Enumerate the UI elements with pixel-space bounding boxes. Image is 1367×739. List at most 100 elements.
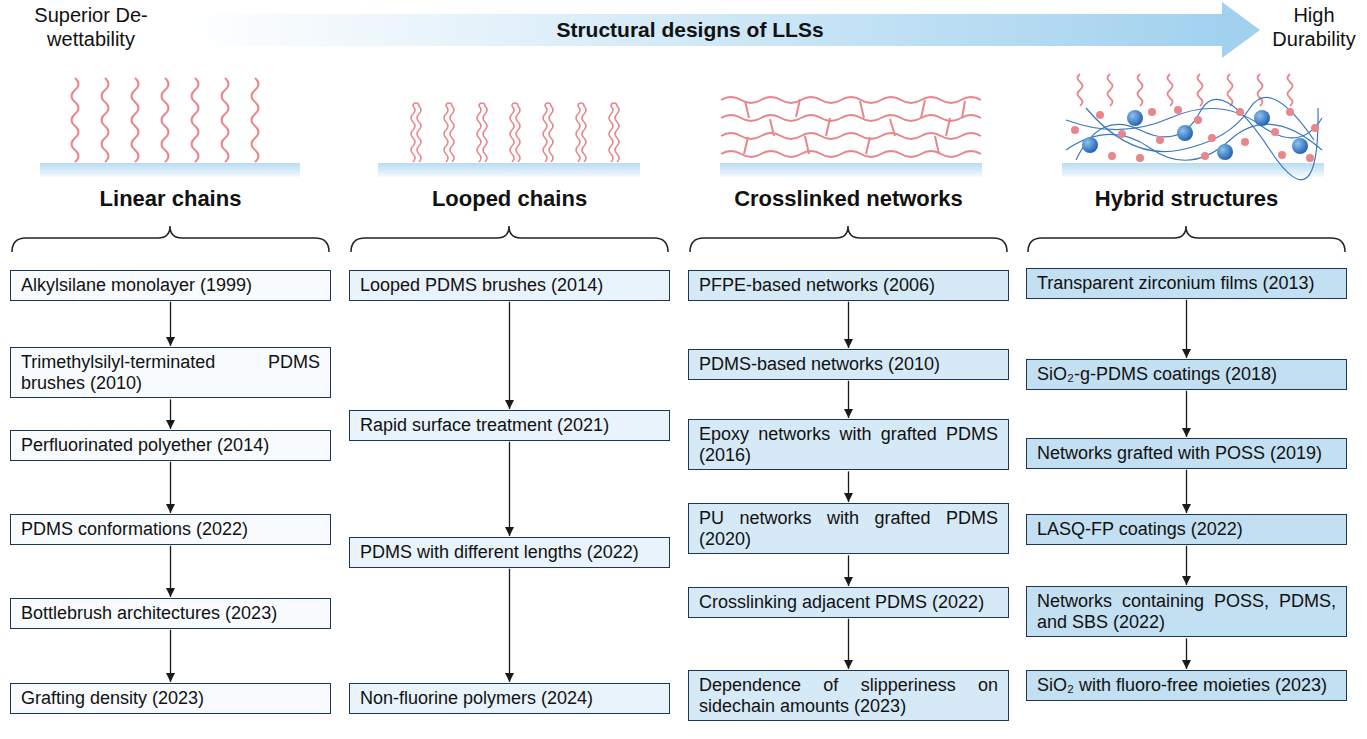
hybrid-network bbox=[1217, 144, 1233, 160]
looped-chain bbox=[411, 103, 619, 162]
milestone-text: Bottlebrush architectures (2023) bbox=[21, 603, 320, 624]
milestone-text: SiO₂ with fluoro-free moieties (2023) bbox=[1037, 675, 1336, 696]
substrate bbox=[378, 163, 640, 177]
flow-arrow bbox=[170, 302, 171, 346]
flow-arrow bbox=[1186, 391, 1187, 437]
flow-arrow bbox=[1186, 546, 1187, 585]
milestone-text: Looped PDMS brushes (2014) bbox=[360, 275, 659, 296]
milestone-box: LASQ-FP coatings (2022) bbox=[1026, 514, 1347, 545]
hybrid-network bbox=[1108, 152, 1116, 160]
flow-arrow bbox=[509, 569, 510, 682]
milestone-text: PDMS with different lengths (2022) bbox=[360, 542, 659, 563]
hybrid-network bbox=[1066, 109, 1322, 138]
hybrid-network bbox=[1082, 137, 1098, 153]
flow-arrow bbox=[170, 399, 171, 429]
flow-arrow bbox=[848, 471, 849, 502]
looped-chain bbox=[576, 103, 586, 162]
scale-end-label: Superior De-wettability bbox=[2, 3, 180, 51]
milestone-text: Epoxy networks with grafted PDMS (2016) bbox=[699, 424, 998, 465]
milestone-box: PDMS-based networks (2010) bbox=[688, 349, 1009, 380]
hybrid-network bbox=[1076, 99, 1318, 179]
looped-chain bbox=[444, 103, 454, 162]
milestone-box: Transparent zirconium films (2013) bbox=[1026, 268, 1347, 299]
crosslinked-network bbox=[721, 115, 981, 121]
column-heading: Looped chains bbox=[349, 186, 670, 212]
hybrid-network bbox=[1278, 151, 1286, 159]
linear-chain bbox=[162, 78, 169, 162]
bracket bbox=[12, 226, 329, 252]
bracket bbox=[1028, 226, 1345, 252]
milestone-box: Dependence of slipperiness on sidechain … bbox=[688, 670, 1009, 721]
looped-chain bbox=[510, 103, 520, 162]
milestone-text: Grafting density (2023) bbox=[21, 688, 320, 709]
milestone-box: Perfluorinated polyether (2014) bbox=[10, 430, 331, 461]
linear-chain bbox=[72, 78, 259, 162]
hybrid-network bbox=[1108, 74, 1113, 106]
hybrid-network bbox=[1071, 106, 1319, 162]
flow-arrow bbox=[848, 302, 849, 348]
flow-arrow bbox=[170, 462, 171, 513]
looped-chain bbox=[543, 103, 553, 162]
hybrid-network bbox=[1078, 74, 1293, 106]
milestone-box: Grafting density (2023) bbox=[10, 683, 331, 714]
milestone-box: PU networks with grafted PDMS (2020) bbox=[688, 503, 1009, 554]
bracket bbox=[351, 226, 668, 252]
substrate bbox=[40, 163, 1324, 177]
hybrid-network bbox=[1198, 74, 1203, 106]
hybrid-network bbox=[1082, 110, 1308, 160]
milestone-box: SiO₂ with fluoro-free moieties (2023) bbox=[1026, 670, 1347, 701]
linear-chain bbox=[102, 78, 109, 162]
flow-arrow bbox=[848, 555, 849, 586]
hybrid-network bbox=[1201, 152, 1209, 160]
hybrid-network bbox=[1228, 74, 1233, 106]
milestone-text: PDMS-based networks (2010) bbox=[699, 354, 998, 375]
crosslinked-network bbox=[744, 136, 939, 154]
hybrid-network bbox=[1241, 138, 1249, 146]
hybrid-network bbox=[1286, 108, 1294, 116]
bracket bbox=[12, 226, 1345, 252]
milestone-text: Crosslinking adjacent PDMS (2022) bbox=[699, 592, 998, 613]
milestone-box: PDMS conformations (2022) bbox=[10, 514, 331, 545]
hybrid-network bbox=[1066, 124, 1322, 160]
diagram-title: Structural designs of LLSs bbox=[400, 17, 980, 43]
linear-chain bbox=[252, 78, 259, 162]
bracket bbox=[690, 226, 1007, 252]
crosslinked-network bbox=[721, 151, 981, 157]
milestone-text: SiO₂-g-PDMS coatings (2018) bbox=[1037, 364, 1336, 385]
hybrid-network bbox=[1311, 124, 1319, 132]
milestone-text: Trimethylsilyl-terminated PDMS brushes (… bbox=[21, 352, 320, 393]
milestone-text: Alkylsilane monolayer (1999) bbox=[21, 275, 320, 296]
column-heading: Crosslinked networks bbox=[688, 186, 1009, 212]
column-heading: Linear chains bbox=[10, 186, 331, 212]
looped-chain bbox=[411, 103, 421, 162]
milestone-text: PFPE-based networks (2006) bbox=[699, 275, 998, 296]
flow-arrow bbox=[170, 546, 171, 597]
progress-arrow bbox=[185, 2, 1260, 58]
hybrid-network bbox=[1177, 125, 1193, 141]
scale-end-label: High Durability bbox=[1266, 3, 1362, 51]
milestone-box: Rapid surface treatment (2021) bbox=[349, 410, 670, 441]
hybrid-network bbox=[1174, 106, 1182, 114]
milestone-text: LASQ-FP coatings (2022) bbox=[1037, 519, 1336, 540]
milestone-box: Bottlebrush architectures (2023) bbox=[10, 598, 331, 629]
milestone-box: Alkylsilane monolayer (1999) bbox=[10, 270, 331, 301]
hybrid-network bbox=[1096, 111, 1104, 119]
flow-arrow bbox=[848, 619, 849, 669]
hybrid-network bbox=[1138, 74, 1143, 106]
milestone-text: PU networks with grafted PDMS (2020) bbox=[699, 508, 998, 549]
milestone-text: Transparent zirconium films (2013) bbox=[1037, 273, 1336, 294]
hybrid-network bbox=[1148, 108, 1156, 116]
hybrid-network bbox=[1306, 154, 1314, 162]
column-heading: Hybrid structures bbox=[1026, 186, 1347, 212]
flow-arrow bbox=[848, 381, 849, 418]
milestone-box: Networks grafted with POSS (2019) bbox=[1026, 438, 1347, 469]
hybrid-network bbox=[1194, 116, 1202, 124]
hybrid-network bbox=[1168, 74, 1173, 106]
hybrid-network bbox=[1254, 110, 1270, 126]
milestone-text: Non-fluorine polymers (2024) bbox=[360, 688, 659, 709]
crosslinked-network bbox=[745, 99, 965, 118]
flow-arrow bbox=[1186, 470, 1187, 513]
substrate bbox=[40, 163, 300, 177]
hybrid-network bbox=[1136, 154, 1144, 162]
linear-chain bbox=[72, 78, 79, 162]
